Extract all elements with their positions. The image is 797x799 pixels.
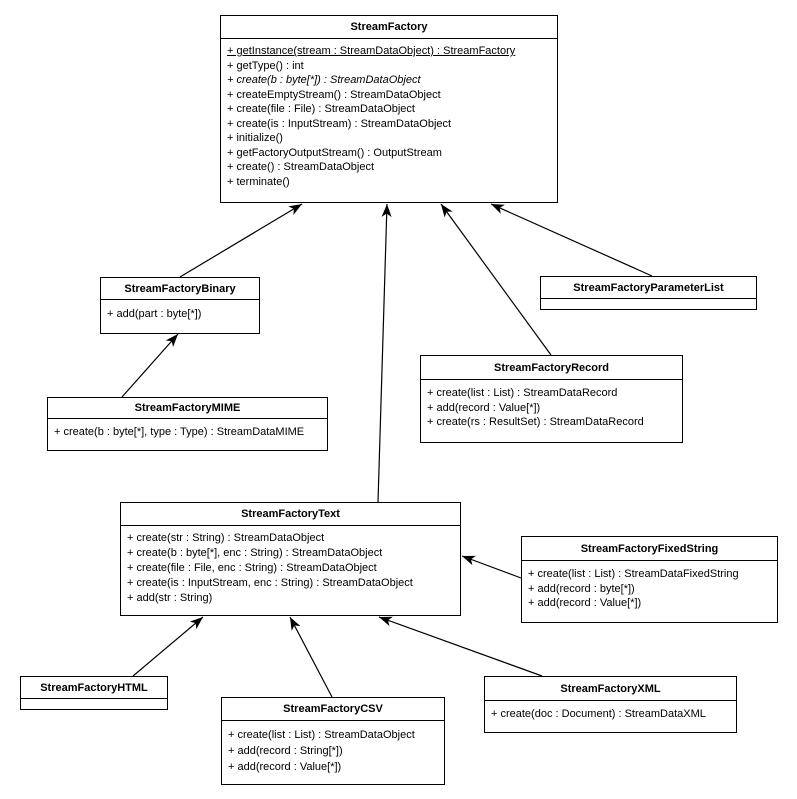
class-box-streamfactoryrecord: StreamFactoryRecord + create(list : List… [420,355,683,443]
method-line: + create(file : File) : StreamDataObject [227,103,415,115]
method-list: + create(doc : Document) : StreamDataXML [485,701,736,732]
class-name: StreamFactoryCSV [222,698,444,721]
class-name: StreamFactory [221,16,557,39]
method-line: + add(record : Value[*]) [228,761,342,773]
class-box-streamfactorybinary: StreamFactoryBinary + add(part : byte[*]… [100,277,260,334]
method-line: + create() : StreamDataObject [227,161,375,173]
class-box-streamfactoryparameterlist: StreamFactoryParameterList [540,276,757,310]
method-list-empty [541,299,756,309]
class-box-streamfactoryhtml: StreamFactoryHTML [20,676,168,710]
class-box-streamfactory: StreamFactory + getInstance(stream : Str… [220,15,558,203]
class-name: StreamFactoryBinary [101,278,259,300]
method-line: + add(part : byte[*]) [107,308,202,320]
class-box-streamfactorytext: StreamFactoryText + create(str : String)… [120,502,461,616]
method-line: + create(list : List) : StreamDataFixedS… [528,568,739,580]
class-name: StreamFactoryParameterList [541,277,756,299]
method-line: + create(doc : Document) : StreamDataXML [491,708,706,720]
method-line: + getType() : int [227,59,304,72]
method-line: + initialize() [227,132,283,144]
method-line: + createEmptyStream() : StreamDataObject [227,88,441,101]
method-list: + getInstance(stream : StreamDataObject)… [221,39,557,202]
class-name: StreamFactoryFixedString [522,537,777,561]
method-line: + create(rs : ResultSet) : StreamDataRec… [427,416,644,428]
class-name: StreamFactoryText [121,503,460,526]
inheritance-arrow-streamfactoryfixedstring [461,555,522,579]
method-list: + create(list : List) : StreamDataFixedS… [522,561,777,622]
method-list-empty [21,699,167,709]
method-list: + create(list : List) : StreamDataRecord… [421,380,682,442]
inheritance-arrow-streamfactorybinary [179,203,303,278]
method-line: + add(record : byte[*]) [528,582,635,595]
method-line: + getInstance(stream : StreamDataObject)… [227,45,516,57]
class-name: StreamFactoryMIME [48,398,327,419]
method-line: + add(record : Value[*]) [528,597,642,609]
method-line: + create(list : List) : StreamDataRecord [427,387,618,399]
method-line: + create(b : byte[*], type : Type) : Str… [54,426,305,438]
method-line: + create(is : InputStream, enc : String)… [127,577,413,589]
class-name: StreamFactoryHTML [21,677,167,699]
method-line: + add(str : String) [127,592,213,604]
inheritance-arrow-streamfactoryrecord [440,203,552,356]
inheritance-arrow-streamfactoryparameterlist [490,203,653,277]
method-list: + create(list : List) : StreamDataObject… [222,721,444,784]
inheritance-arrow-streamfactorytext [377,203,392,503]
method-list: + add(part : byte[*]) [101,300,259,333]
inheritance-arrow-streamfactoryxml [378,616,543,677]
method-line: + add(record : String[*]) [228,745,343,757]
method-line: + create(b : byte[*]) : StreamDataObject [227,74,421,86]
class-box-streamfactoryxml: StreamFactoryXML + create(doc : Document… [484,676,737,733]
inheritance-arrow-streamfactorymime [121,333,179,398]
inheritance-arrow-streamfactoryhtml [132,616,204,677]
class-name: StreamFactoryXML [485,677,736,701]
method-line: + add(record : Value[*]) [427,401,541,414]
class-box-streamfactorycsv: StreamFactoryCSV + create(list : List) :… [221,697,445,785]
method-line: + create(b : byte[*], enc : String) : St… [127,547,383,559]
class-name: StreamFactoryRecord [421,356,682,380]
method-line: + terminate() [227,175,290,188]
class-box-streamfactorymime: StreamFactoryMIME + create(b : byte[*], … [47,397,328,451]
class-box-streamfactoryfixedstring: StreamFactoryFixedString + create(list :… [521,536,778,623]
method-line: + create(file : File, enc : String) : St… [127,562,377,574]
method-list: + create(b : byte[*], type : Type) : Str… [48,419,327,450]
method-line: + create(list : List) : StreamDataObject [228,729,415,741]
method-line: + create(is : InputStream) : StreamDataO… [227,117,452,130]
inheritance-arrow-streamfactorycsv [289,616,333,698]
method-line: + getFactoryOutputStream() : OutputStrea… [227,146,442,159]
method-line: + create(str : String) : StreamDataObjec… [127,532,325,544]
method-list: + create(str : String) : StreamDataObjec… [121,526,460,615]
